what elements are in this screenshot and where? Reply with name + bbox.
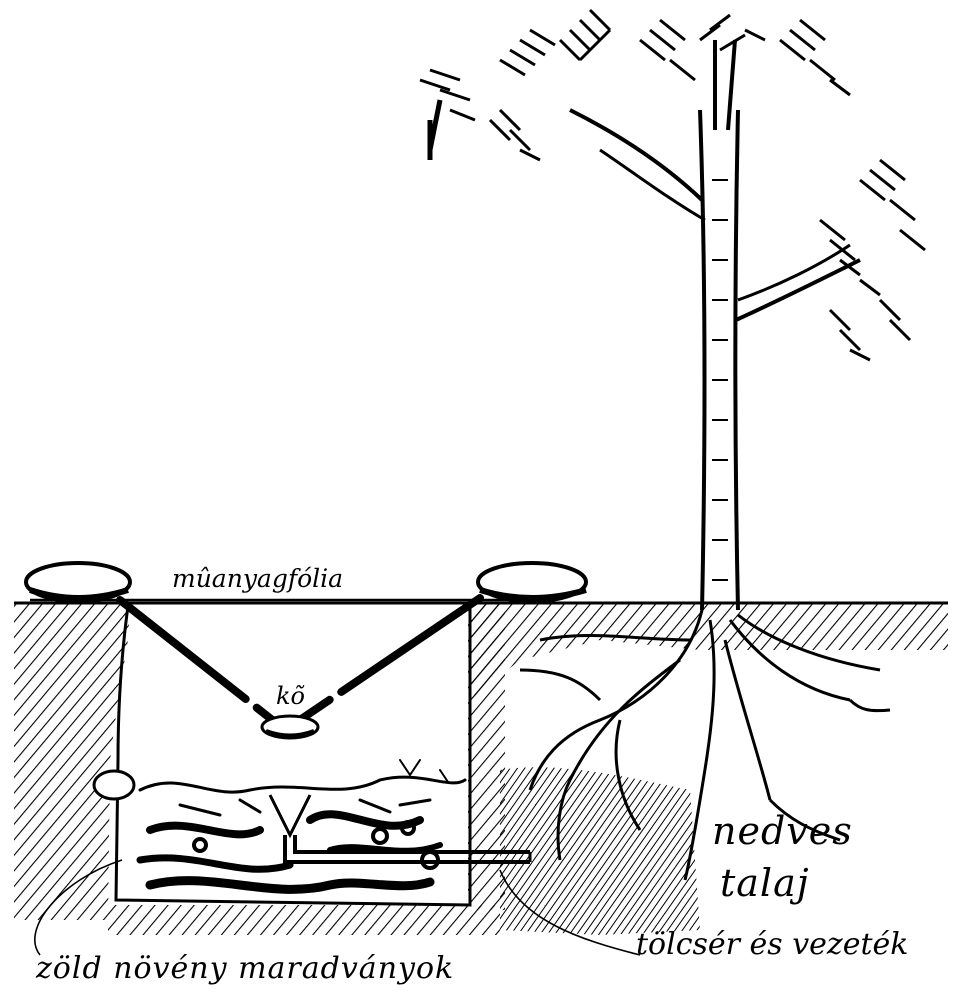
moist-soil-label-2: talaj: [720, 864, 810, 902]
tree-icon: [420, 10, 925, 610]
plant-residue-label: zöld növény maradványok: [36, 954, 454, 984]
funnel-pipe-label: tölcsér és vezeték: [636, 930, 908, 960]
plant-residues: [140, 760, 465, 889]
stone-label: kõ: [276, 684, 305, 708]
moist-soil-label-1: nedves: [712, 812, 853, 850]
plastic-foil-label: mûanyagfólia: [172, 566, 343, 591]
